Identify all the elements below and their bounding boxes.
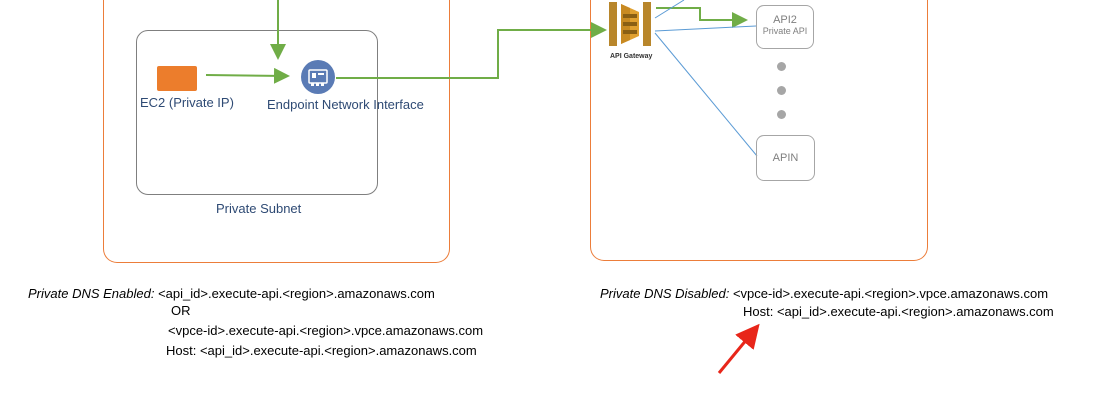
dns-disabled-line1: <vpce-id>.execute-api.<region>.vpce.amaz… [732, 286, 1049, 301]
dns-enabled-line2: <vpce-id>.execute-api.<region>.vpce.amaz… [168, 323, 484, 338]
dns-disabled-heading: Private DNS Disabled: [600, 286, 730, 301]
api-gateway-label: API Gateway [610, 53, 653, 60]
private-subnet-box [136, 30, 378, 195]
red-callout-arrow-icon [717, 323, 760, 374]
api2-subtitle: Private API [762, 26, 808, 36]
dns-disabled-note: Private DNS Disabled: <vpce-id>.execute-… [600, 284, 1048, 304]
ellipsis-dot [777, 110, 786, 119]
apin-name: APIN [772, 152, 799, 164]
connector-line-api2 [654, 25, 757, 32]
ellipsis-dot [777, 86, 786, 95]
dns-enabled-or: OR [171, 303, 191, 318]
flow-arrow-endpoint-to-gateway [336, 22, 607, 79]
api-gateway-icon [609, 0, 651, 48]
ec2-label: EC2 (Private IP) [140, 95, 234, 110]
endpoint-label: Endpoint Network Interface [267, 97, 424, 112]
left-vpc-box [103, 0, 450, 263]
private-subnet-label: Private Subnet [216, 201, 302, 216]
connector-line-top [654, 0, 685, 19]
endpoint-interface-icon [300, 59, 336, 95]
apin-box: APIN [756, 135, 815, 181]
ellipsis-dot [777, 62, 786, 71]
api2-box: API2 Private API [756, 5, 814, 49]
dns-enabled-note: Private DNS Enabled: <api_id>.execute-ap… [28, 284, 435, 304]
dns-disabled-line2: Host: <api_id>.execute-api.<region>.amaz… [743, 304, 1054, 319]
dns-enabled-heading: Private DNS Enabled: [28, 286, 155, 301]
ec2-instance-icon [157, 66, 197, 91]
right-vpc-box [590, 0, 928, 261]
flow-arrow-ec2-to-endpoint [205, 67, 290, 84]
dns-enabled-line3: Host: <api_id>.execute-api.<region>.amaz… [166, 343, 477, 358]
flow-arrow-gateway-to-api2 [656, 7, 748, 28]
api2-name: API2 [773, 14, 797, 26]
connector-line-apin [654, 32, 758, 157]
dns-enabled-line1: <api_id>.execute-api.<region>.amazonaws.… [158, 286, 435, 301]
